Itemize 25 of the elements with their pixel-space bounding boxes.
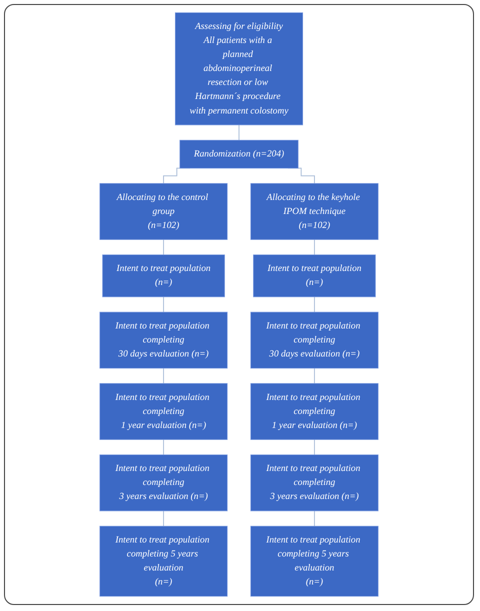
connector — [314, 439, 315, 456]
node-box: Intent to treat population completing 3 years evaluation (n=) — [100, 454, 228, 512]
node-box: Intent to treat population (n=) — [102, 254, 225, 298]
connector — [163, 239, 164, 256]
node-box: Intent to treat population completing 1 year evaluation (n=) — [100, 383, 228, 440]
connector — [238, 124, 240, 141]
connector — [314, 296, 315, 313]
node-box: Intent to treat population completing 5 years evaluation (n=) — [250, 526, 378, 597]
connector — [163, 439, 164, 456]
connector — [314, 368, 315, 384]
connector — [314, 239, 315, 256]
node-box: Intent to treat population completing 5 years evaluation (n=) — [100, 526, 228, 597]
connector — [163, 510, 164, 527]
connector — [163, 368, 164, 384]
node-box: Intent to treat population (n=) — [253, 254, 376, 298]
connector — [314, 510, 315, 527]
connector — [163, 296, 164, 313]
node-box: Randomization (n=204) — [180, 140, 298, 169]
node-box: Intent to treat population completing 30 days evaluation (n=) — [100, 312, 228, 369]
node-box: Intent to treat population completing 30 days evaluation (n=) — [250, 312, 378, 369]
node-box: Intent to treat population completing 1 year evaluation (n=) — [250, 383, 378, 440]
node-box: Assessing for eligibility All patients with a planned abdominoperineal resection or low Hartmann´s procedure with permanent colostomy — [174, 12, 304, 126]
node-box: Allocating to the keyhole IPOM technique (n=102) — [250, 183, 378, 240]
node-box: Intent to treat population completing 3 years evaluation (n=) — [250, 454, 378, 512]
node-box: Allocating to the control group (n=102) — [100, 183, 228, 240]
